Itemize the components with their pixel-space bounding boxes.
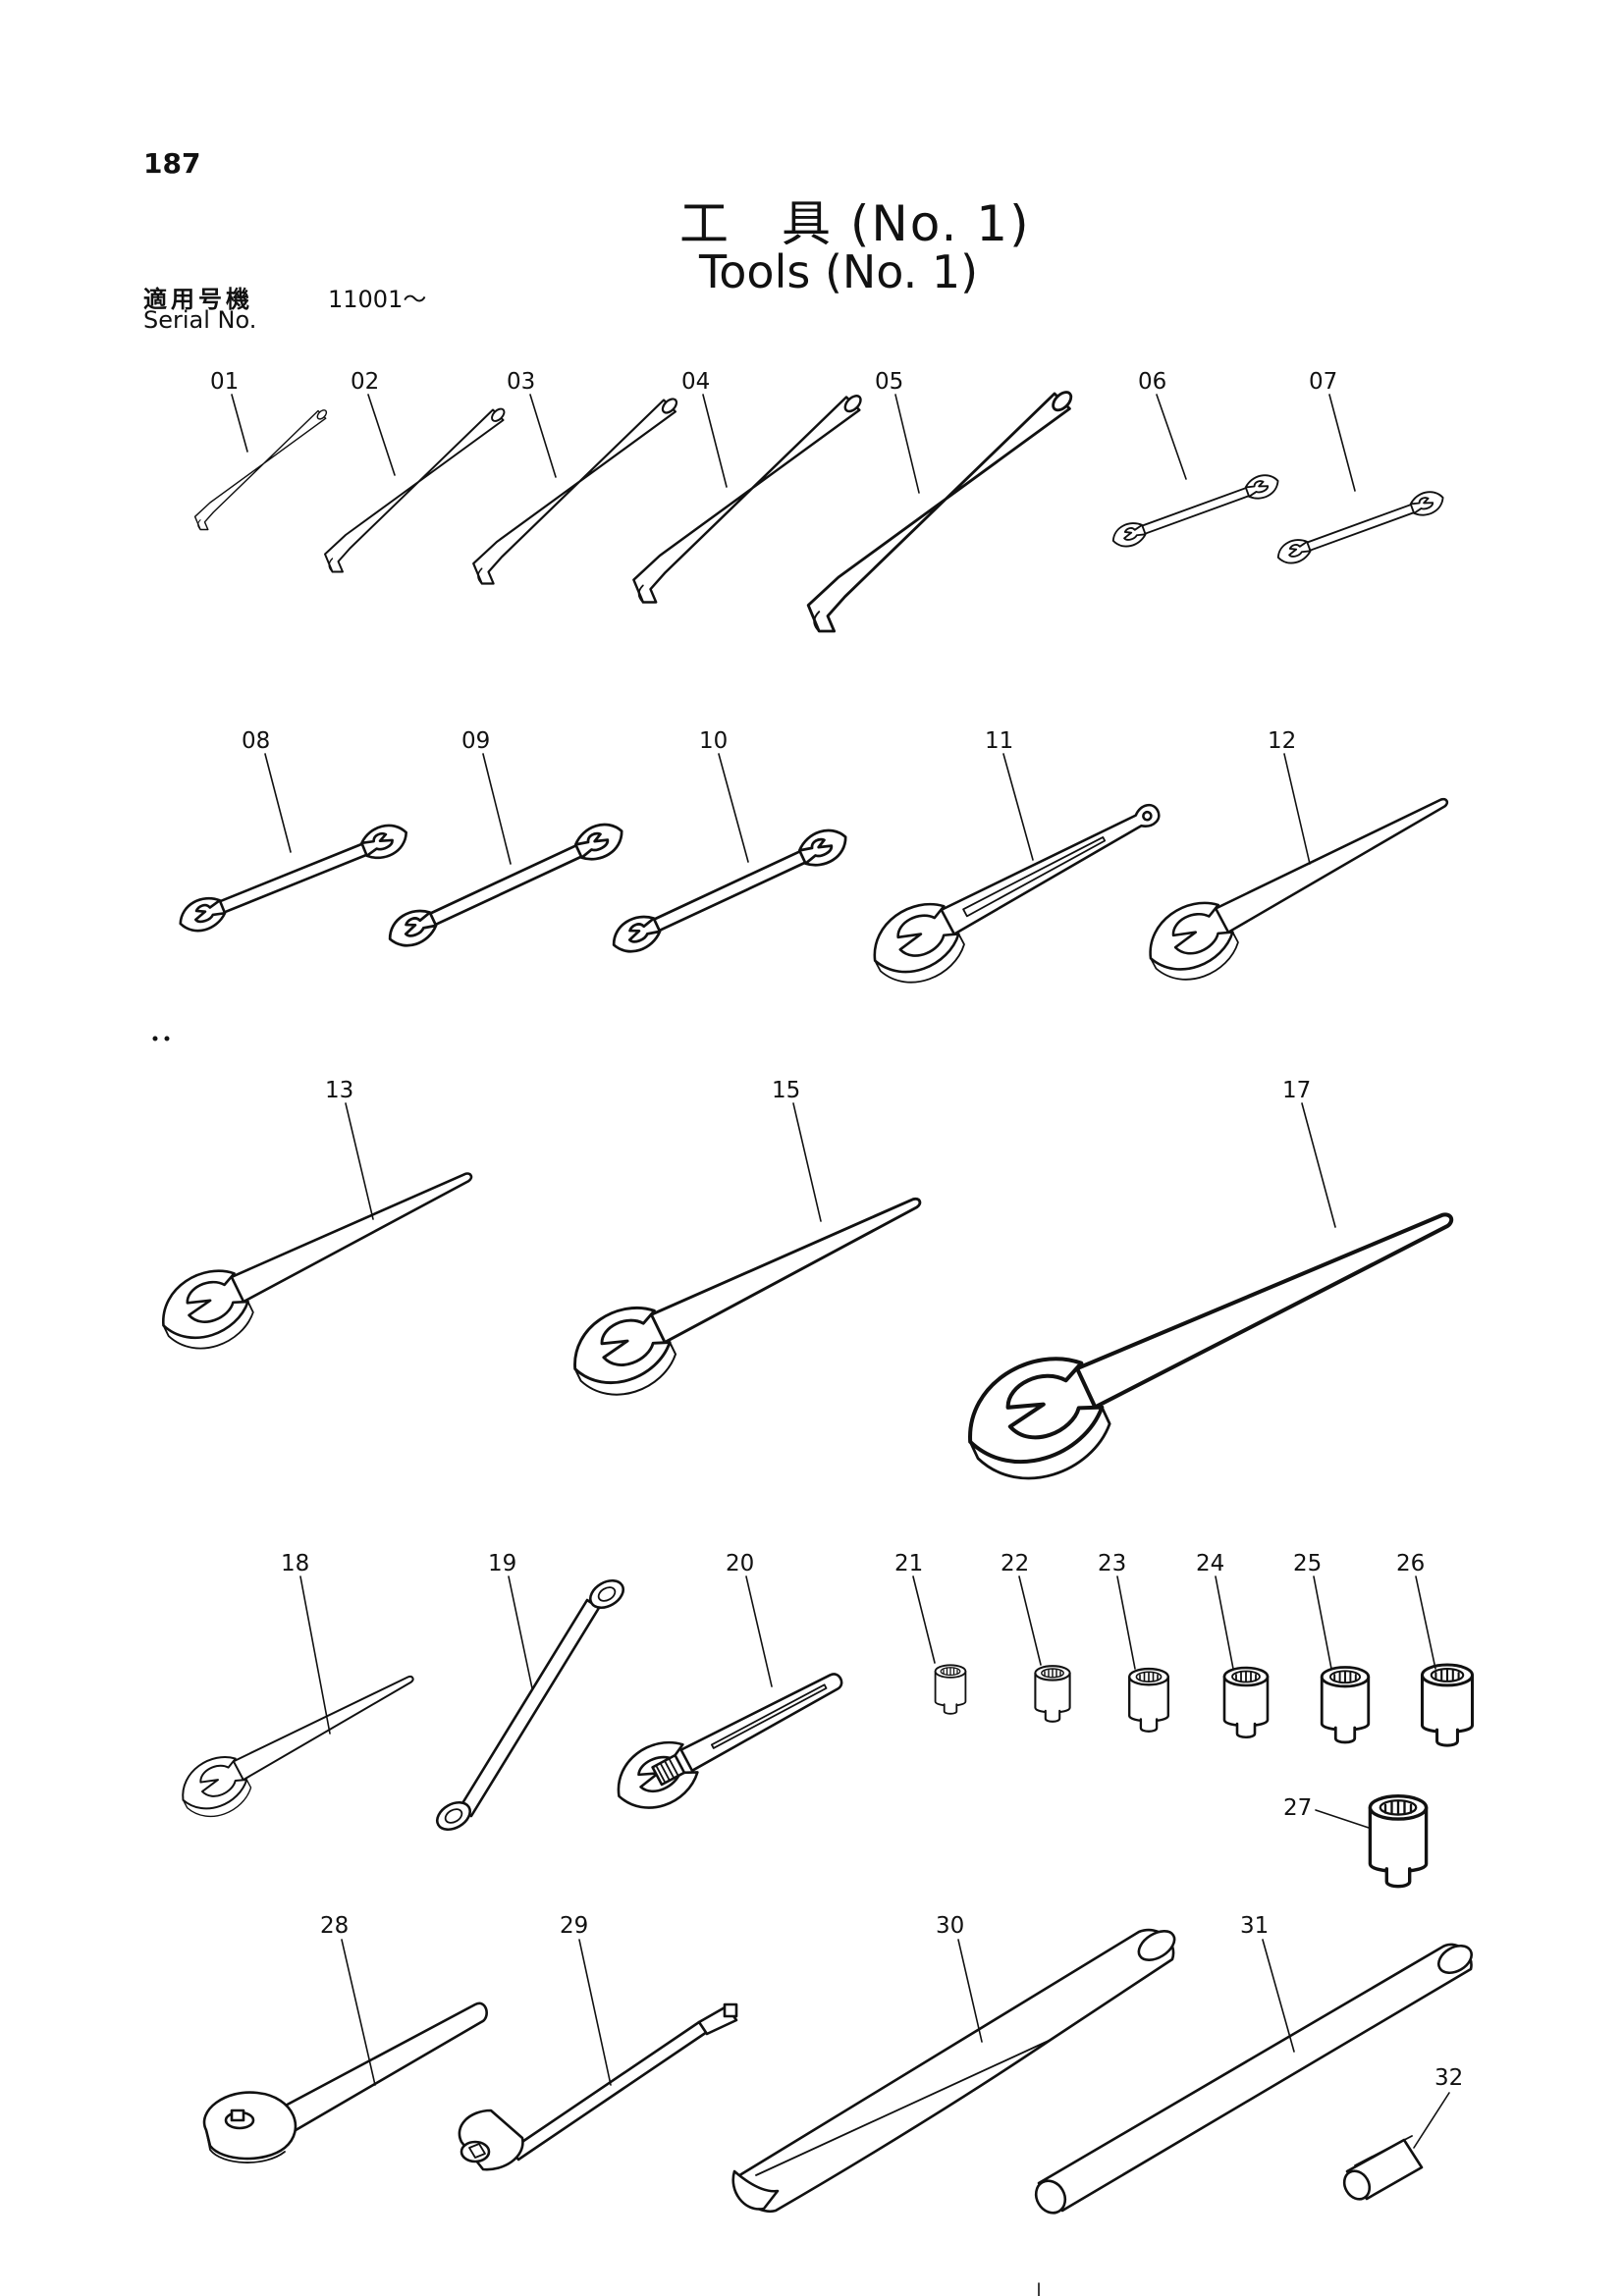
callout-25: 25 bbox=[1293, 1551, 1323, 1576]
hex-key-03 bbox=[472, 395, 680, 585]
callout-07: 07 bbox=[1309, 369, 1338, 395]
callout-09: 09 bbox=[461, 728, 491, 754]
pry-bar-30 bbox=[731, 1928, 1176, 2214]
callout-15: 15 bbox=[772, 1078, 801, 1103]
hex-key-04 bbox=[632, 392, 865, 604]
double-wrench-10 bbox=[605, 821, 854, 961]
single-wrench-13 bbox=[148, 1147, 491, 1365]
callout-04: 04 bbox=[681, 369, 711, 395]
socket-26 bbox=[1420, 1663, 1475, 1747]
callout-01: 01 bbox=[210, 369, 240, 395]
single-wrench-12 bbox=[1135, 773, 1468, 996]
callout-29: 29 bbox=[560, 1913, 589, 1939]
single-wrench-15 bbox=[558, 1168, 943, 1414]
hex-key-05 bbox=[806, 387, 1076, 633]
slotted-spanner-11 bbox=[873, 803, 1161, 984]
serial-number-value: 11001～ bbox=[328, 286, 427, 313]
socket-25 bbox=[1320, 1666, 1371, 1744]
callout-22: 22 bbox=[1001, 1551, 1030, 1576]
callout-08: 08 bbox=[242, 728, 271, 754]
callout-24: 24 bbox=[1196, 1551, 1225, 1576]
page-number: 187 bbox=[143, 147, 201, 180]
ratchet-handle-28 bbox=[202, 2002, 488, 2163]
callout-12: 12 bbox=[1268, 728, 1297, 754]
serial-label-japanese: 適用号機 bbox=[143, 286, 253, 313]
callout-30: 30 bbox=[936, 1913, 965, 1939]
callout-13: 13 bbox=[325, 1078, 354, 1103]
scan-marks bbox=[152, 1036, 1040, 2296]
callout-06: 06 bbox=[1138, 369, 1167, 395]
double-wrench-08 bbox=[173, 817, 413, 939]
callout-31: 31 bbox=[1240, 1913, 1270, 1939]
callout-21: 21 bbox=[894, 1551, 924, 1576]
hex-key-01 bbox=[193, 407, 329, 531]
callout-19: 19 bbox=[488, 1551, 517, 1576]
adjustable-wrench-20 bbox=[617, 1673, 843, 1809]
callout-23: 23 bbox=[1098, 1551, 1127, 1576]
extension-bar-29 bbox=[458, 2002, 738, 2171]
hex-key-02 bbox=[324, 405, 508, 573]
callout-27: 27 bbox=[1283, 1795, 1313, 1821]
hex-adapter-32 bbox=[1342, 2135, 1424, 2201]
callout-03: 03 bbox=[507, 369, 536, 395]
serial-label-english: Serial No. bbox=[143, 306, 257, 334]
callout-18: 18 bbox=[281, 1551, 310, 1576]
callout-28: 28 bbox=[320, 1913, 350, 1939]
callout-20: 20 bbox=[726, 1551, 755, 1576]
callout-17: 17 bbox=[1282, 1078, 1312, 1103]
double-wrench-06 bbox=[1109, 469, 1283, 553]
leader-lines bbox=[231, 394, 1450, 2149]
single-wrench-17 bbox=[950, 1175, 1479, 1502]
socket-24 bbox=[1222, 1666, 1270, 1739]
callout-02: 02 bbox=[351, 369, 380, 395]
callout-26: 26 bbox=[1396, 1551, 1426, 1576]
callout-10: 10 bbox=[699, 728, 729, 754]
offset-box-wrench-19 bbox=[435, 1578, 625, 1832]
socket-23 bbox=[1128, 1667, 1169, 1733]
callout-11: 11 bbox=[985, 728, 1014, 754]
single-wrench-18 bbox=[171, 1656, 429, 1830]
socket-27 bbox=[1368, 1794, 1429, 1889]
double-wrench-07 bbox=[1273, 486, 1448, 569]
callout-32: 32 bbox=[1434, 2065, 1464, 2091]
double-wrench-09 bbox=[381, 815, 630, 955]
pipe-handle-31 bbox=[1034, 1943, 1474, 2215]
title-english: Tools (No. 1) bbox=[699, 245, 979, 298]
title-japanese: 工 具 (No. 1) bbox=[679, 195, 1031, 252]
socket-22 bbox=[1034, 1665, 1071, 1723]
callout-05: 05 bbox=[875, 369, 904, 395]
socket-21 bbox=[934, 1664, 967, 1715]
